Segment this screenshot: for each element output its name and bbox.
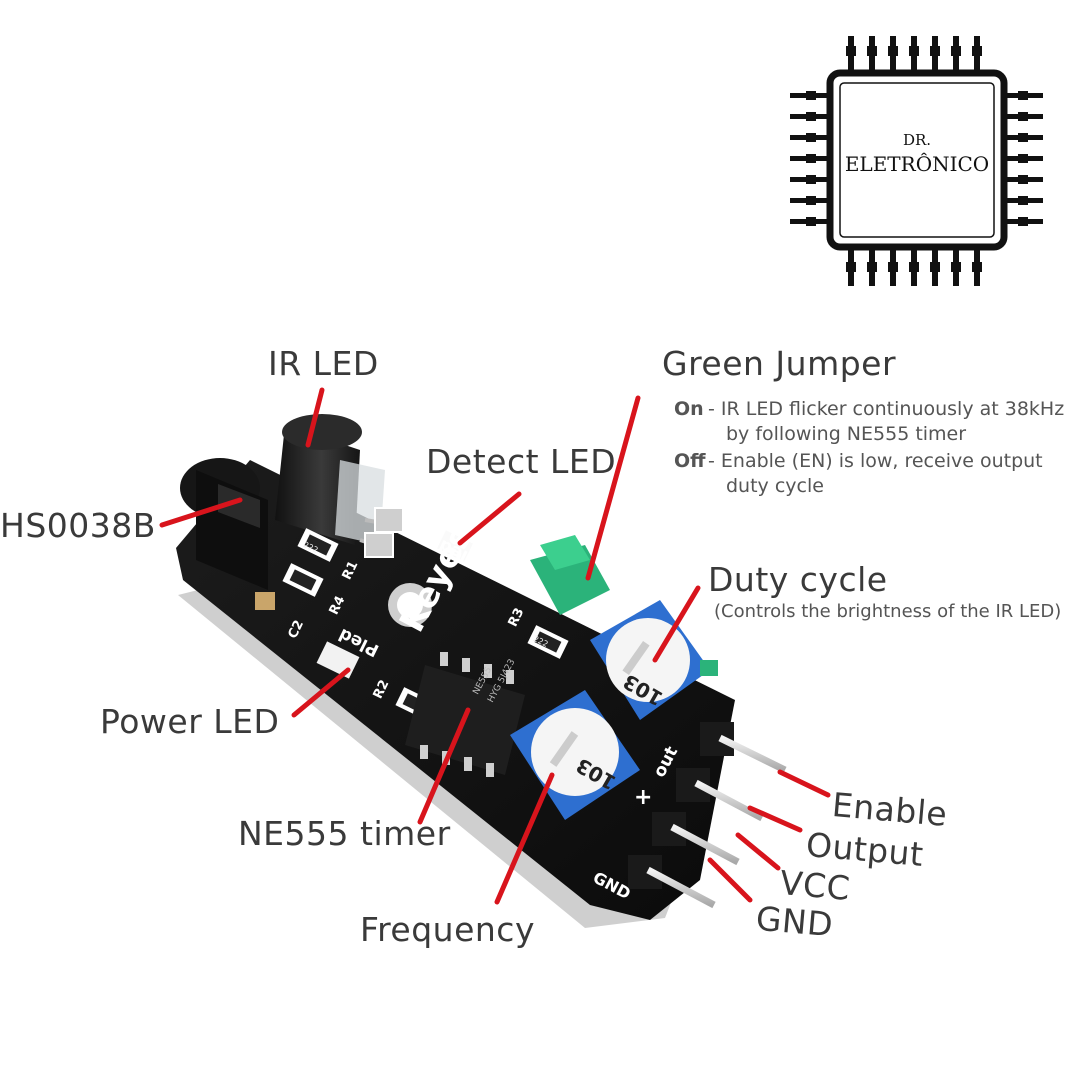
label-gnd: GND bbox=[754, 898, 835, 945]
jumper-on-line2: by following NE555 timer bbox=[726, 423, 967, 445]
jumper-off-line1: - Enable (EN) is low, receive output bbox=[708, 450, 1043, 472]
label-hs0038b: HS0038B bbox=[0, 506, 156, 545]
label-ne555-timer: NE555 timer bbox=[238, 814, 451, 853]
leader-output bbox=[747, 805, 803, 833]
silk-plus: + bbox=[634, 785, 653, 810]
jumper-off-line2: duty cycle bbox=[726, 475, 824, 497]
hs0038b-receiver bbox=[180, 458, 268, 590]
leader-power-led bbox=[291, 667, 351, 718]
leader-green-jumper bbox=[585, 395, 641, 581]
leader-hs0038b bbox=[159, 497, 243, 528]
label-duty-cycle: Duty cycle bbox=[708, 560, 888, 599]
label-power-led: Power LED bbox=[100, 702, 280, 741]
leader-duty-cycle bbox=[652, 585, 701, 663]
leader-enable bbox=[777, 769, 831, 798]
leader-vcc bbox=[735, 832, 781, 871]
leader-detect-led bbox=[457, 491, 522, 546]
logo-line1: DR. bbox=[902, 131, 932, 149]
leader-ir-led bbox=[305, 387, 325, 448]
leader-frequency bbox=[494, 772, 555, 905]
header-pins bbox=[628, 722, 787, 909]
label-green-jumper: Green Jumper bbox=[662, 344, 897, 383]
label-ir-led: IR LED bbox=[268, 344, 379, 383]
ir-led-component bbox=[275, 414, 396, 550]
logo-line2: ELETRÔNICO bbox=[844, 152, 990, 176]
jumper-off-key: Off bbox=[674, 450, 706, 472]
jumper-on-key: On bbox=[674, 398, 704, 420]
label-frequency: Frequency bbox=[360, 910, 535, 949]
leader-gnd bbox=[707, 857, 753, 903]
en-led bbox=[700, 660, 718, 676]
label-detect-led: Detect LED bbox=[426, 442, 617, 481]
jumper-on-line1: - IR LED flicker continuously at 38kHz bbox=[708, 398, 1065, 420]
leader-ne555 bbox=[417, 707, 471, 825]
label-duty-cycle-note: (Controls the brightness of the IR LED) bbox=[714, 601, 1062, 622]
